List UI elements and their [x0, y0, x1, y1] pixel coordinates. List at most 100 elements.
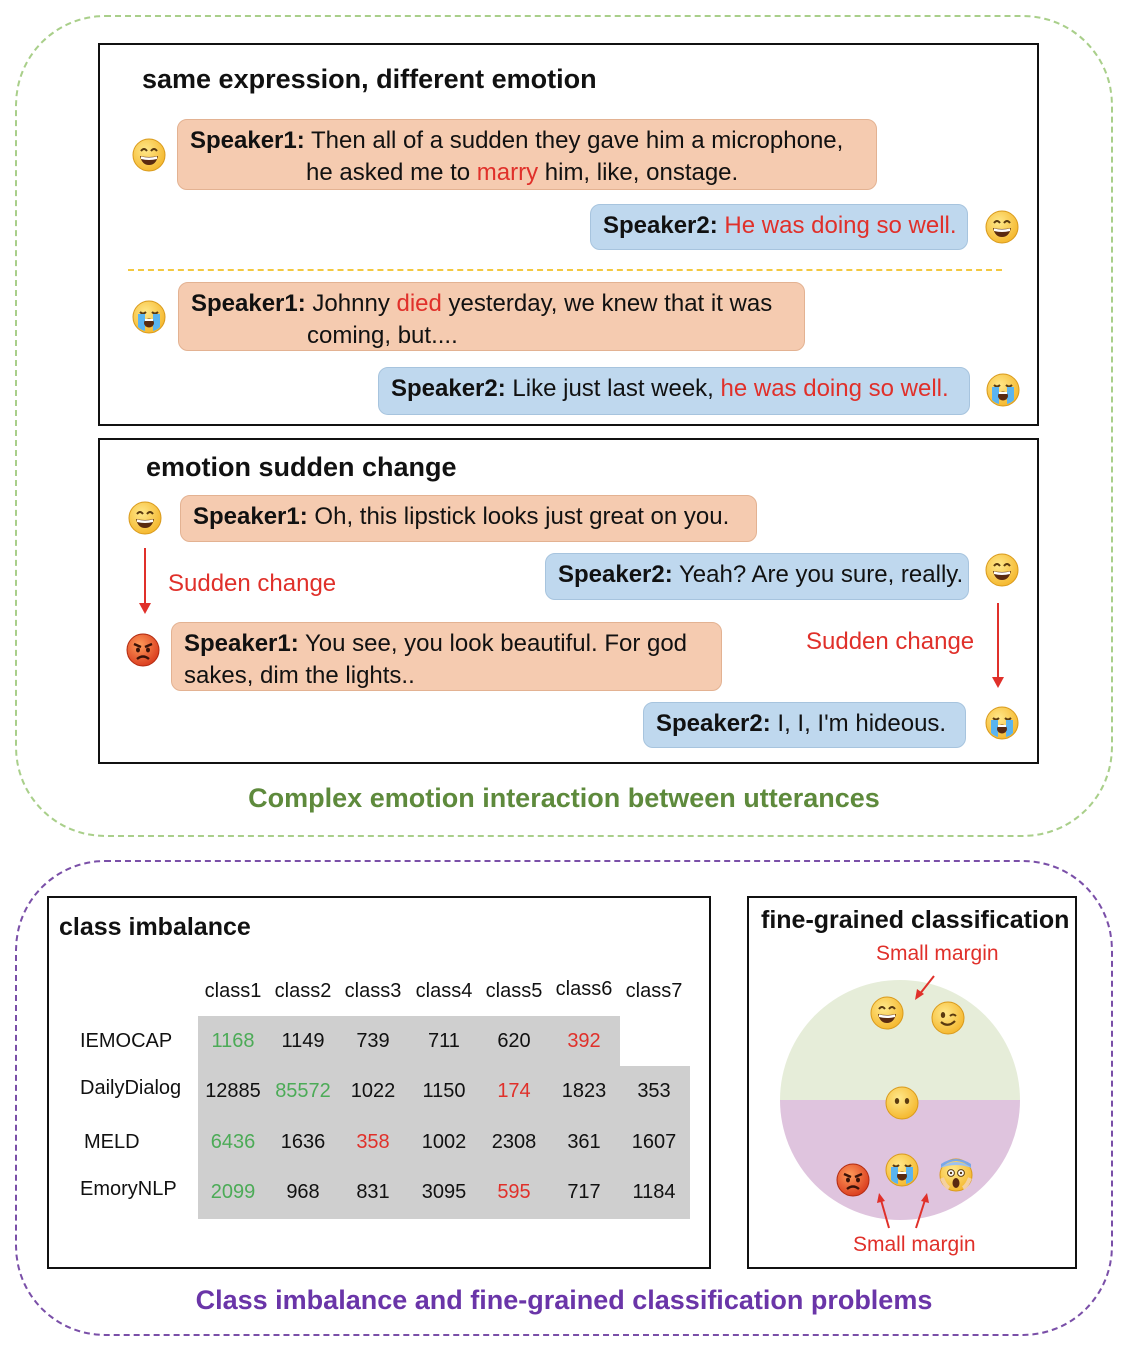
- table-cell: 85572: [275, 1080, 331, 1102]
- panel-title-class-imbalance: class imbalance: [59, 913, 251, 941]
- dialog-divider: [128, 269, 1002, 271]
- utterance-speaker2-last-week: Speaker2: Like just last week, he was do…: [378, 367, 970, 415]
- table-cell: 353: [637, 1080, 671, 1102]
- angry-face-icon: [836, 1163, 870, 1197]
- table-cell: 1168: [211, 1030, 255, 1052]
- utterance-speaker2-hideous: Speaker2: I, I, I'm hideous.: [643, 702, 966, 748]
- utterance-speaker2-doing-well: Speaker2: He was doing so well.: [590, 204, 968, 250]
- utterance-text: Then all of a sudden they gave him a mic…: [310, 127, 844, 154]
- column-header-2: class2: [274, 980, 332, 1002]
- speaker-label: Speaker1:: [184, 630, 299, 657]
- utterance-text: Johnny: [312, 290, 397, 317]
- table-cell: 3095: [421, 1181, 467, 1203]
- table-cell: 1022: [350, 1080, 396, 1102]
- table-cell: 2099: [210, 1181, 256, 1203]
- table-cell: 392: [567, 1030, 601, 1052]
- utterance-speaker1-died: Speaker1: Johnny died yesterday, we knew…: [178, 282, 805, 351]
- loudly-crying-face-icon: [885, 1153, 919, 1187]
- margin-arrow-top: [918, 975, 935, 996]
- margin-arrowhead-bottom-right: [921, 1193, 929, 1203]
- speaker-label: Speaker1:: [190, 127, 305, 154]
- small-margin-label-bottom: Small margin: [853, 1233, 976, 1256]
- neutral-face-icon: [885, 1086, 919, 1120]
- panel-title-fine-grained: fine-grained classification: [761, 906, 1070, 934]
- utterance-text: coming, but....: [307, 322, 458, 349]
- sudden-change-arrow-left: [144, 548, 146, 605]
- utterance-speaker1-beautiful: Speaker1: You see, you look beautiful. F…: [171, 622, 722, 691]
- utterance-text: yesterday, we knew that it was: [441, 290, 773, 317]
- utterance-speaker1-marry: Speaker1: Then all of a sudden they gave…: [177, 119, 877, 190]
- utterance-speaker2-are-you-sure: Speaker2: Yeah? Are you sure, really.: [545, 553, 969, 600]
- column-header-3: class3: [344, 980, 402, 1002]
- table-cell: 1002: [421, 1131, 467, 1153]
- table-cell: 1149: [281, 1030, 325, 1052]
- table-cell: 620: [497, 1030, 531, 1052]
- speaker-label: Speaker2:: [656, 710, 771, 737]
- row-label: DailyDialog: [80, 1077, 182, 1099]
- screaming-face-icon: [939, 1158, 973, 1192]
- speaker-label: Speaker2:: [391, 375, 506, 402]
- sudden-change-panel: [98, 438, 1039, 764]
- table-cell: 1636: [280, 1131, 326, 1153]
- table-cell: 1823: [561, 1080, 607, 1102]
- table-cell: 174: [497, 1080, 531, 1102]
- keyword-highlight: died: [396, 290, 442, 317]
- margin-arrowhead-bottom-left: [877, 1193, 885, 1203]
- utterance-text: he asked me to: [306, 159, 477, 186]
- classification-caption: Class imbalance and fine-grained classif…: [195, 1285, 933, 1315]
- utterance-text: I, I, I'm hideous.: [777, 710, 947, 737]
- margin-arrow-bottom-right: [915, 1199, 926, 1229]
- interaction-region: [15, 15, 1113, 837]
- sudden-change-label-right: Sudden change: [806, 628, 975, 655]
- grinning-face-icon: [870, 996, 904, 1030]
- table-cell: 595: [497, 1181, 531, 1203]
- table-cell: 6436: [210, 1131, 256, 1153]
- utterance-text: sakes, dim the lights..: [184, 662, 415, 689]
- utterance-text: Yeah? Are you sure, really.: [678, 561, 964, 588]
- arrowhead-left: [139, 603, 151, 614]
- winking-face-icon: [931, 1001, 965, 1035]
- table-cell: 361: [567, 1131, 601, 1153]
- column-header-4: class4: [415, 980, 473, 1002]
- small-margin-label-top: Small margin: [876, 942, 999, 965]
- column-header-1: class1: [204, 980, 262, 1002]
- column-header-5: class5: [485, 980, 543, 1002]
- sudden-change-arrow-right: [997, 603, 999, 679]
- utterance-text: Like just last week,: [512, 375, 721, 402]
- utterance-text: You see, you look beautiful. For god: [304, 630, 688, 657]
- table-cell: 711: [428, 1030, 460, 1052]
- utterance-speaker1-lipstick: Speaker1: Oh, this lipstick looks just g…: [180, 495, 757, 542]
- table-background-upper: [198, 1016, 620, 1067]
- classification-region: [15, 860, 1113, 1336]
- keyword-highlight: He was doing so well.: [724, 212, 957, 239]
- panel-title-sudden-change: emotion sudden change: [146, 452, 457, 482]
- utterance-text: him, like, onstage.: [538, 159, 739, 186]
- table-cell: 1607: [631, 1131, 677, 1153]
- speaker-label: Speaker2:: [603, 212, 718, 239]
- table-cell: 831: [356, 1181, 390, 1203]
- sudden-change-label-left: Sudden change: [168, 570, 337, 597]
- keyword-highlight: marry: [476, 159, 539, 186]
- row-label: EmoryNLP: [80, 1178, 177, 1200]
- margin-arrow-bottom-left: [880, 1199, 890, 1229]
- column-header-7: class7: [625, 980, 683, 1002]
- table-cell: 717: [567, 1181, 601, 1203]
- table-cell: 358: [356, 1131, 390, 1153]
- speaker-label: Speaker1:: [191, 290, 306, 317]
- margin-arrowhead-top: [915, 989, 924, 1000]
- table-background-lower: [198, 1066, 690, 1219]
- table-cell: 968: [286, 1181, 320, 1203]
- table-cell: 739: [356, 1030, 390, 1052]
- row-label: MELD: [84, 1131, 140, 1153]
- speaker-label: Speaker2:: [558, 561, 673, 588]
- column-header-6: class6: [555, 978, 613, 1000]
- table-cell: 12885: [205, 1080, 261, 1102]
- panel-title-same-expression: same expression, different emotion: [142, 64, 597, 94]
- utterance-text: Oh, this lipstick looks just great on yo…: [314, 503, 730, 530]
- table-cell: 1184: [632, 1181, 676, 1203]
- speaker-label: Speaker1:: [193, 503, 308, 530]
- arrowhead-right: [992, 677, 1004, 688]
- table-cell: 1150: [422, 1080, 466, 1102]
- keyword-highlight: he was doing so well.: [720, 375, 949, 402]
